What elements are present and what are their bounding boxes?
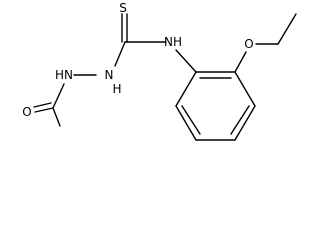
atom-hydrazine-h: H: [112, 82, 121, 96]
ring-bond-6: [175, 71, 197, 107]
ring-bond-5: [175, 105, 197, 141]
atom-carbonyl-oxygen: O: [22, 105, 31, 119]
molecule-diagram: S NH N H HN O O: [22, 1, 297, 141]
atom-ether-oxygen: O: [244, 37, 253, 51]
bond-c-n: [114, 41, 126, 67]
atom-sulfur: S: [119, 1, 127, 15]
bond-aryl-o: [234, 51, 247, 73]
ring-bond-2: [234, 71, 256, 107]
ring-inner-2: [230, 105, 250, 135]
ring-inner-3: [181, 105, 201, 135]
atom-hydrazine-n: N: [105, 68, 114, 82]
bond-c-methyl: [52, 107, 61, 127]
bond-n-acyl: [52, 83, 65, 109]
bond-c-o-1: [34, 107, 54, 113]
bond-ch2-ch3: [277, 13, 297, 45]
atom-thioamide-nh: NH: [164, 35, 182, 49]
bond-nh-aryl: [175, 49, 197, 73]
bond-c-o-2: [33, 102, 52, 108]
ring-bond-3: [234, 105, 256, 141]
atom-hydrazine-hn: HN: [55, 68, 73, 82]
